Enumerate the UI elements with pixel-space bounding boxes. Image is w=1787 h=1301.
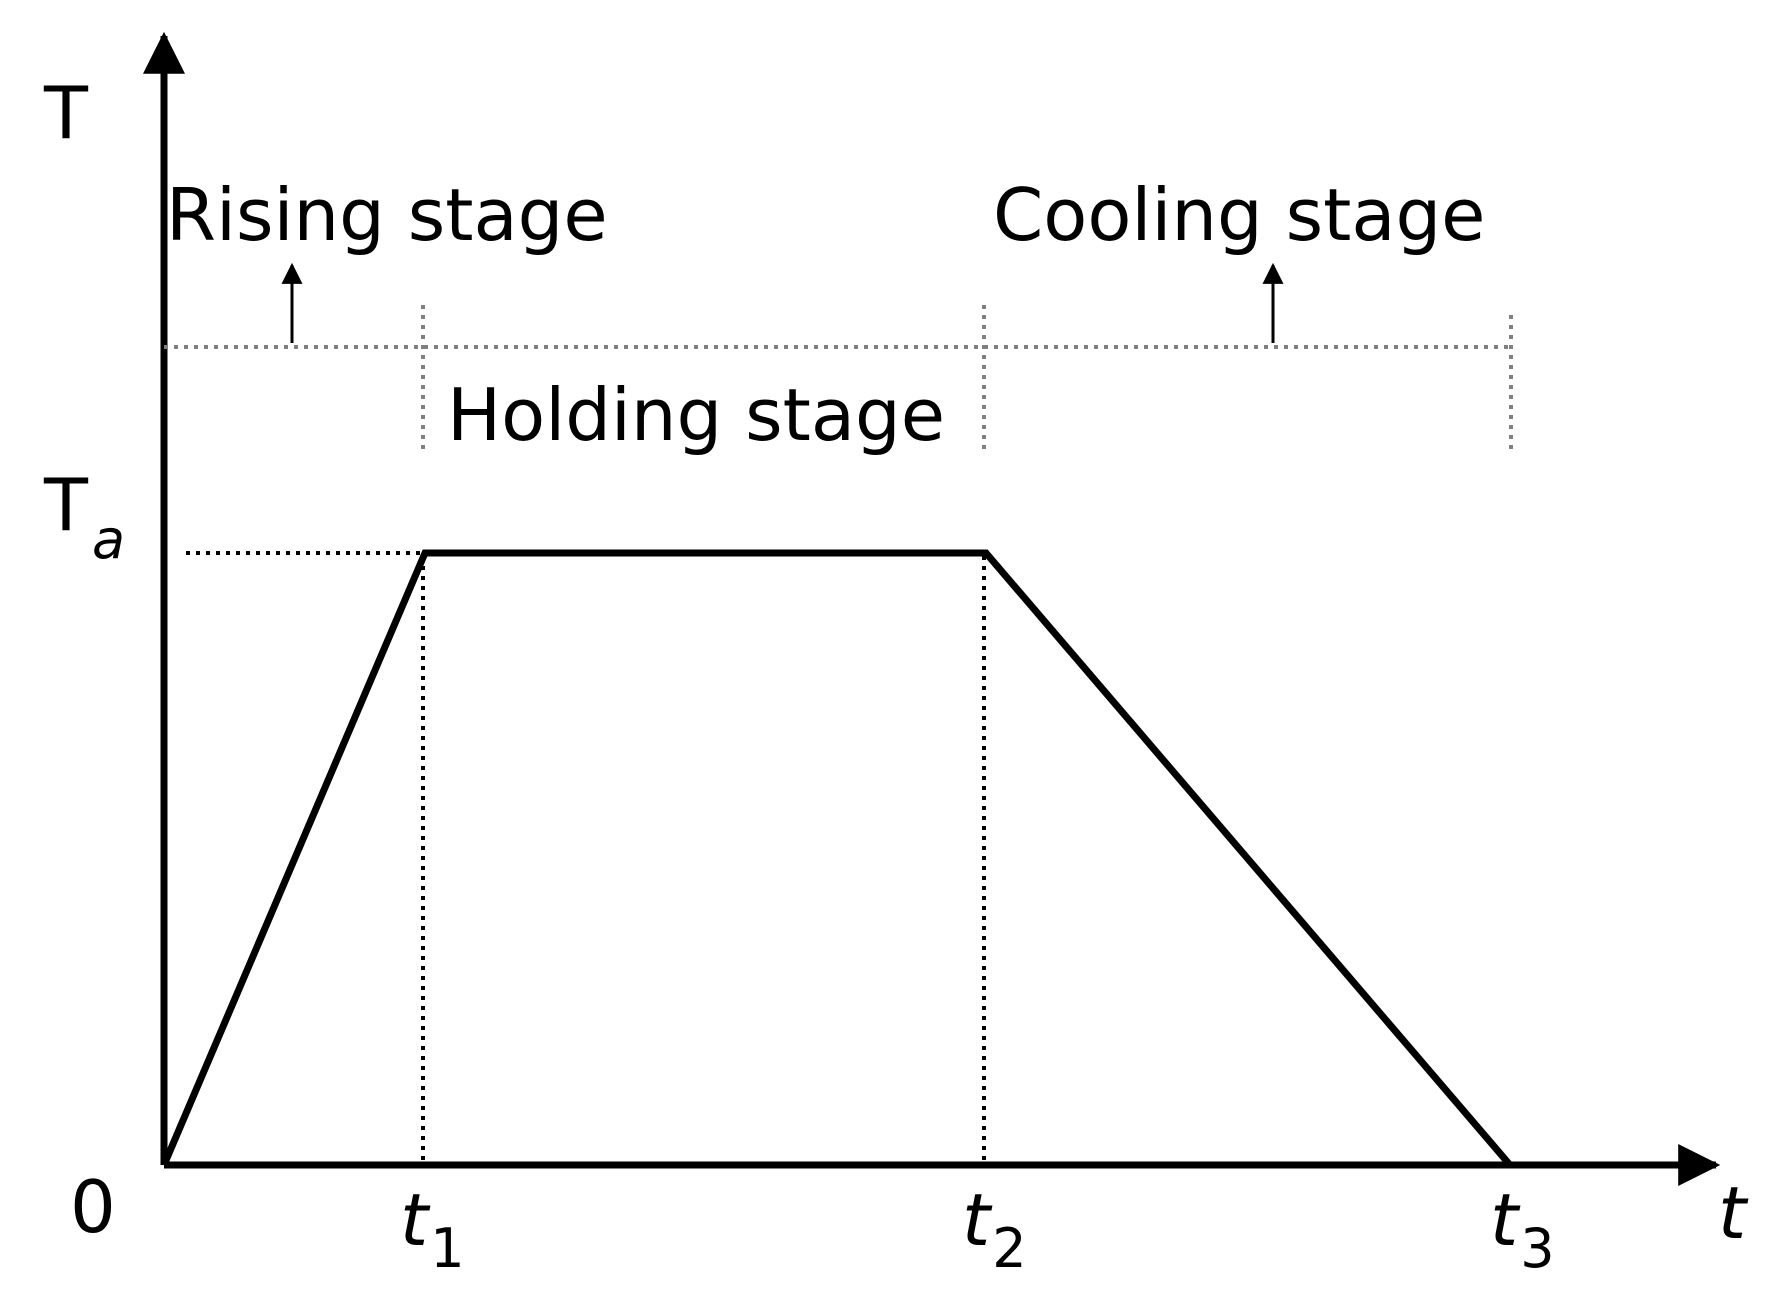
ta-label-main: T bbox=[43, 463, 89, 547]
holding-stage-label: Holding stage bbox=[447, 373, 945, 457]
ta-label-subscript: a bbox=[92, 508, 125, 571]
temperature-profile bbox=[160, 549, 1513, 1168]
tick-t3-main: t bbox=[1490, 1178, 1521, 1262]
tick-t1-main: t bbox=[400, 1178, 431, 1262]
tick-label-t3: t3 bbox=[1490, 1178, 1555, 1280]
x-axis-label: t bbox=[1718, 1171, 1749, 1255]
tick-t2-sub: 2 bbox=[992, 1217, 1026, 1280]
y-axis-label: T bbox=[43, 71, 89, 155]
ta-label: Ta bbox=[43, 463, 125, 571]
tick-t1-sub: 1 bbox=[430, 1217, 464, 1280]
tick-t3-sub: 3 bbox=[1520, 1217, 1554, 1280]
rising-stage-label: Rising stage bbox=[166, 173, 608, 257]
origin-label: 0 bbox=[70, 1165, 116, 1249]
tick-t2-main: t bbox=[962, 1178, 993, 1262]
tick-label-t2: t2 bbox=[962, 1178, 1027, 1280]
tick-label-t1: t1 bbox=[400, 1178, 465, 1280]
cooling-stage-label: Cooling stage bbox=[993, 173, 1485, 257]
